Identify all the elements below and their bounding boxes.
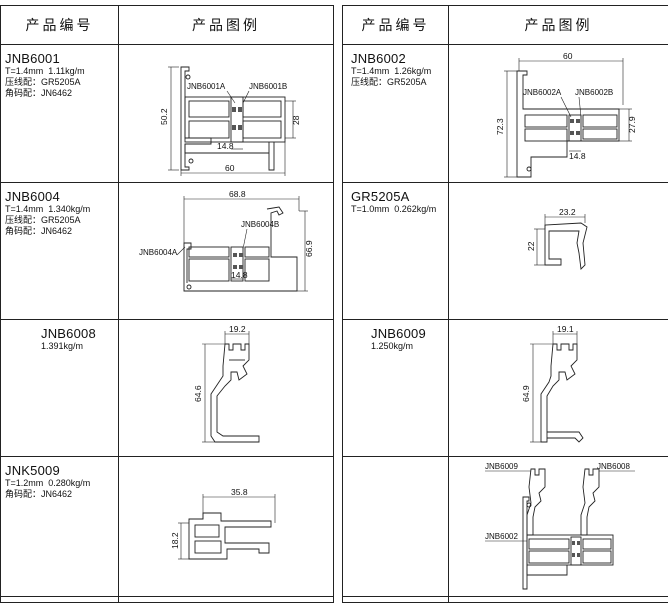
part-label: JNB6008 [597, 462, 630, 471]
spec-line: T=1.2mm 0.280kg/m [5, 478, 118, 489]
part-label: JNB6002B [575, 88, 613, 97]
cell-code-jnb6008: JNB6008 1.391kg/m [1, 320, 119, 457]
product-code: JNK5009 [5, 464, 118, 478]
spec-line: 压线配：GR5205A [5, 215, 118, 226]
dim-label: 19.2 [229, 324, 246, 334]
spec-line: 1.250kg/m [371, 341, 448, 352]
profile-drawing-assembly: JNB6009 JNB6008 JNB6002 [449, 457, 668, 597]
profile-drawing-jnk5009: 35.8 18.2 [119, 457, 334, 597]
spec-line: T=1.4mm 1.11kg/m [5, 66, 118, 77]
cell-code-empty [343, 457, 449, 597]
cell-code-gr5205a: GR5205A T=1.0mm 0.262kg/m [343, 183, 449, 320]
spec-line: T=1.4mm 1.340kg/m [5, 204, 118, 215]
spec-line: 压线配：GR5205A [5, 77, 118, 88]
dim-label: 23.2 [559, 207, 576, 217]
dim-label: 64.9 [521, 385, 531, 402]
dim-label: 14.8 [569, 151, 586, 161]
part-label: JNB6004B [241, 220, 279, 229]
profile-drawing-jnb6008: 19.2 64.6 [119, 320, 334, 457]
figure-gr5205a: 23.2 22 [449, 183, 668, 320]
profile-drawing-jnb6004: 68.8 66.9 14.8 JNB6004A [119, 183, 334, 320]
dim-label: 14.8 [217, 141, 234, 151]
figure-jnb6009: 19.1 64.9 [449, 320, 668, 457]
part-label: JNB6001B [249, 82, 287, 91]
header-figure: 产品图例 [449, 6, 668, 45]
product-code: JNB6008 [41, 327, 118, 341]
dim-label: 18.2 [170, 532, 180, 549]
header-figure: 产品图例 [119, 6, 334, 45]
cell-code-jnb6002: JNB6002 T=1.4mm 1.26kg/m 压线配：GR5205A [343, 45, 449, 183]
part-label: JNB6004A [139, 248, 178, 257]
dim-label: 22 [526, 241, 536, 251]
spec-line: 角码配：JN6462 [5, 226, 118, 237]
figure-jnk5009: 35.8 18.2 [119, 457, 334, 597]
spec-line: 1.391kg/m [41, 341, 118, 352]
dim-label: 68.8 [229, 189, 246, 199]
cell-code-jnb6009: JNB6009 1.250kg/m [343, 320, 449, 457]
dim-label: 14.8 [231, 270, 248, 280]
dim-label: 35.8 [231, 487, 248, 497]
dim-label: 50.2 [159, 108, 169, 125]
spec-line: 角码配：JN6462 [5, 489, 118, 500]
part-label: JNB6002A [523, 88, 562, 97]
dim-label: 27.9 [627, 116, 637, 133]
profile-drawing-jnb6001: 50.2 28 14.8 60 JNB6001A JNB6001B [119, 45, 334, 183]
header-code: 产品编号 [1, 6, 119, 45]
spec-line: 压线配：GR5205A [351, 77, 448, 88]
product-code: JNB6004 [5, 190, 118, 204]
part-label: JNB6001A [187, 82, 226, 91]
profile-drawing-gr5205a: 23.2 22 [449, 183, 668, 320]
spec-line: T=1.0mm 0.262kg/m [351, 204, 448, 215]
part-label: JNB6009 [485, 462, 518, 471]
spec-line: T=1.4mm 1.26kg/m [351, 66, 448, 77]
cell-code-jnk5009: JNK5009 T=1.2mm 0.280kg/m 角码配：JN6462 [1, 457, 119, 597]
product-code: JNB6002 [351, 52, 448, 66]
product-code: JNB6001 [5, 52, 118, 66]
cell-code-jnb6001: JNB6001 T=1.4mm 1.11kg/m 压线配：GR5205A 角码配… [1, 45, 119, 183]
dim-label: 28 [291, 115, 301, 125]
dim-label: 64.6 [193, 385, 203, 402]
header-code: 产品编号 [343, 6, 449, 45]
dim-label: 66.9 [304, 240, 314, 257]
cell-code-jnb6004: JNB6004 T=1.4mm 1.340kg/m 压线配：GR5205A 角码… [1, 183, 119, 320]
profile-drawing-jnb6009: 19.1 64.9 [449, 320, 668, 457]
part-label: JNB6002 [485, 532, 518, 541]
figure-jnb6002: 60 72.3 27.9 14.8 JNB6002A [449, 45, 668, 183]
figure-jnb6001: 50.2 28 14.8 60 JNB6001A JNB6001B [119, 45, 334, 183]
dim-label: 72.3 [495, 118, 505, 135]
right-catalog-table: 产品编号 产品图例 JNB6002 T=1.4mm 1.26kg/m 压线配：G… [342, 5, 668, 603]
spec-line: 角码配：JN6462 [5, 88, 118, 99]
left-catalog-table: 产品编号 产品图例 JNB6001 T=1.4mm 1.11kg/m 压线配：G… [0, 5, 334, 603]
figure-assembly: JNB6009 JNB6008 JNB6002 [449, 457, 668, 597]
figure-jnb6008: 19.2 64.6 [119, 320, 334, 457]
profile-drawing-jnb6002: 60 72.3 27.9 14.8 JNB6002A [449, 45, 668, 183]
figure-jnb6004: 68.8 66.9 14.8 JNB6004A [119, 183, 334, 320]
product-code: GR5205A [351, 190, 448, 204]
product-code: JNB6009 [371, 327, 448, 341]
dim-label: 60 [225, 163, 235, 173]
dim-label: 19.1 [557, 324, 574, 334]
dim-label: 60 [563, 51, 573, 61]
